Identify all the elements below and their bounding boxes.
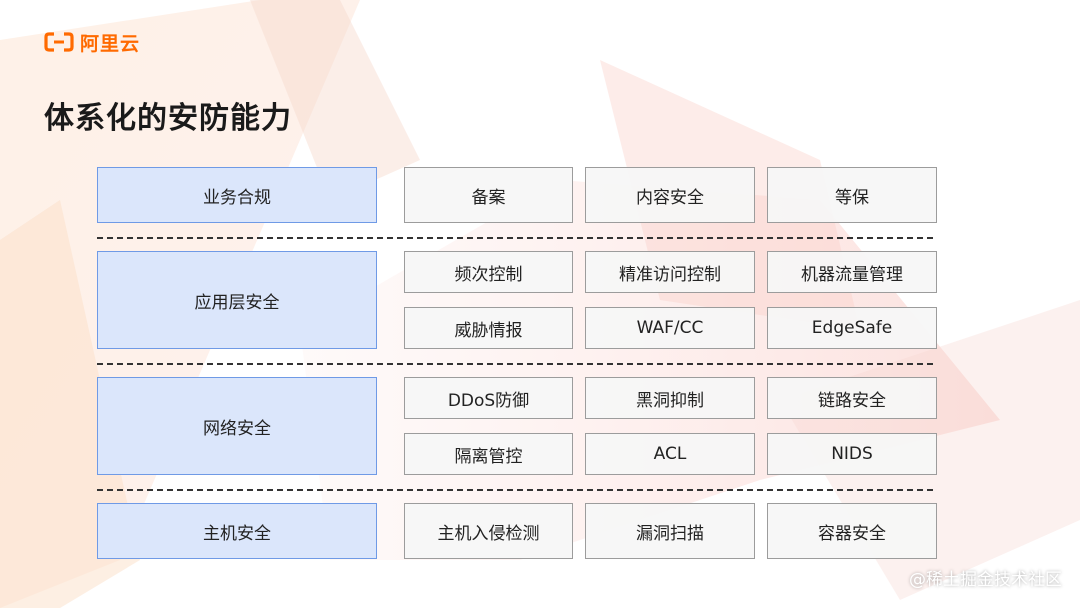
capability-item: 机器流量管理 — [767, 251, 937, 293]
capability-item: DDoS防御 — [404, 377, 573, 419]
capability-item: WAF/CC — [585, 307, 755, 349]
capability-item: 精准访问控制 — [585, 251, 755, 293]
section-divider — [97, 237, 933, 239]
capability-item: 主机入侵检测 — [404, 503, 573, 559]
section-divider — [97, 489, 933, 491]
watermark: @稀土掘金技术社区 — [909, 570, 1062, 590]
capability-item: 隔离管控 — [404, 433, 573, 475]
category-network-security: 网络安全 — [97, 377, 377, 475]
capability-item: 威胁情报 — [404, 307, 573, 349]
capability-item: 等保 — [767, 167, 937, 223]
capability-item: 链路安全 — [767, 377, 937, 419]
brand-name: 阿里云 — [80, 32, 141, 55]
category-business-compliance: 业务合规 — [97, 167, 377, 223]
section-divider — [97, 363, 933, 365]
capability-item: 内容安全 — [585, 167, 755, 223]
capability-item: 频次控制 — [404, 251, 573, 293]
brand-logo: 阿里云 — [44, 30, 141, 55]
capability-item: 容器安全 — [767, 503, 937, 559]
capability-item: NIDS — [767, 433, 937, 475]
capability-item: 漏洞扫描 — [585, 503, 755, 559]
capability-item: 备案 — [404, 167, 573, 223]
category-application-security: 应用层安全 — [97, 251, 377, 349]
category-host-security: 主机安全 — [97, 503, 377, 559]
page-title: 体系化的安防能力 — [44, 101, 292, 136]
capability-item: ACL — [585, 433, 755, 475]
capability-item: 黑洞抑制 — [585, 377, 755, 419]
capability-item: EdgeSafe — [767, 307, 937, 349]
aliyun-logo-icon — [44, 32, 74, 52]
